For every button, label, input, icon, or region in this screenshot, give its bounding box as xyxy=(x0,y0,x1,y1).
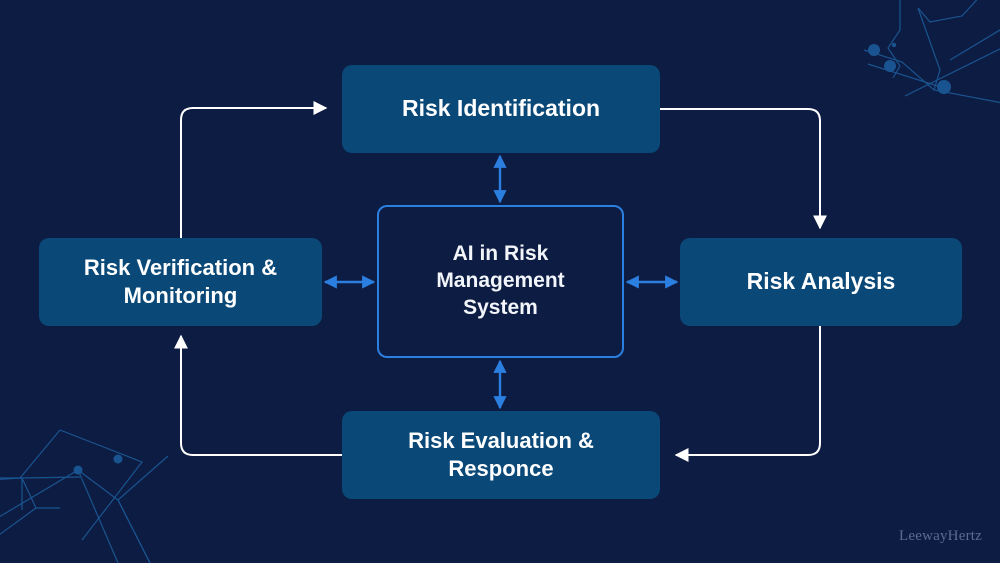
node-center-label: AI in Risk Management System xyxy=(436,242,565,319)
flow-evaluation-to-verification xyxy=(174,334,342,456)
node-risk-verification-monitoring[interactable]: Risk Verification & Monitoring xyxy=(39,238,322,326)
flow-identification-to-analysis xyxy=(660,108,827,230)
node-risk-analysis-label: Risk Analysis xyxy=(746,268,896,295)
flow-analysis-to-evaluation xyxy=(674,326,821,462)
watermark-leewayhertz: LeewayHertz xyxy=(899,528,982,544)
node-center-ai-risk-management-system[interactable]: AI in Risk Management System xyxy=(377,205,624,358)
node-risk-identification[interactable]: Risk Identification xyxy=(342,65,660,153)
node-risk-evaluation-response-label: Risk Evaluation & Responce xyxy=(408,427,594,481)
node-risk-identification-label: Risk Identification xyxy=(401,95,601,122)
flow-verification-to-identification xyxy=(180,101,328,238)
node-risk-analysis[interactable]: Risk Analysis xyxy=(680,238,962,326)
node-risk-verification-monitoring-label: Risk Verification & Monitoring xyxy=(83,254,278,308)
node-risk-evaluation-response[interactable]: Risk Evaluation & Responce xyxy=(342,411,660,499)
